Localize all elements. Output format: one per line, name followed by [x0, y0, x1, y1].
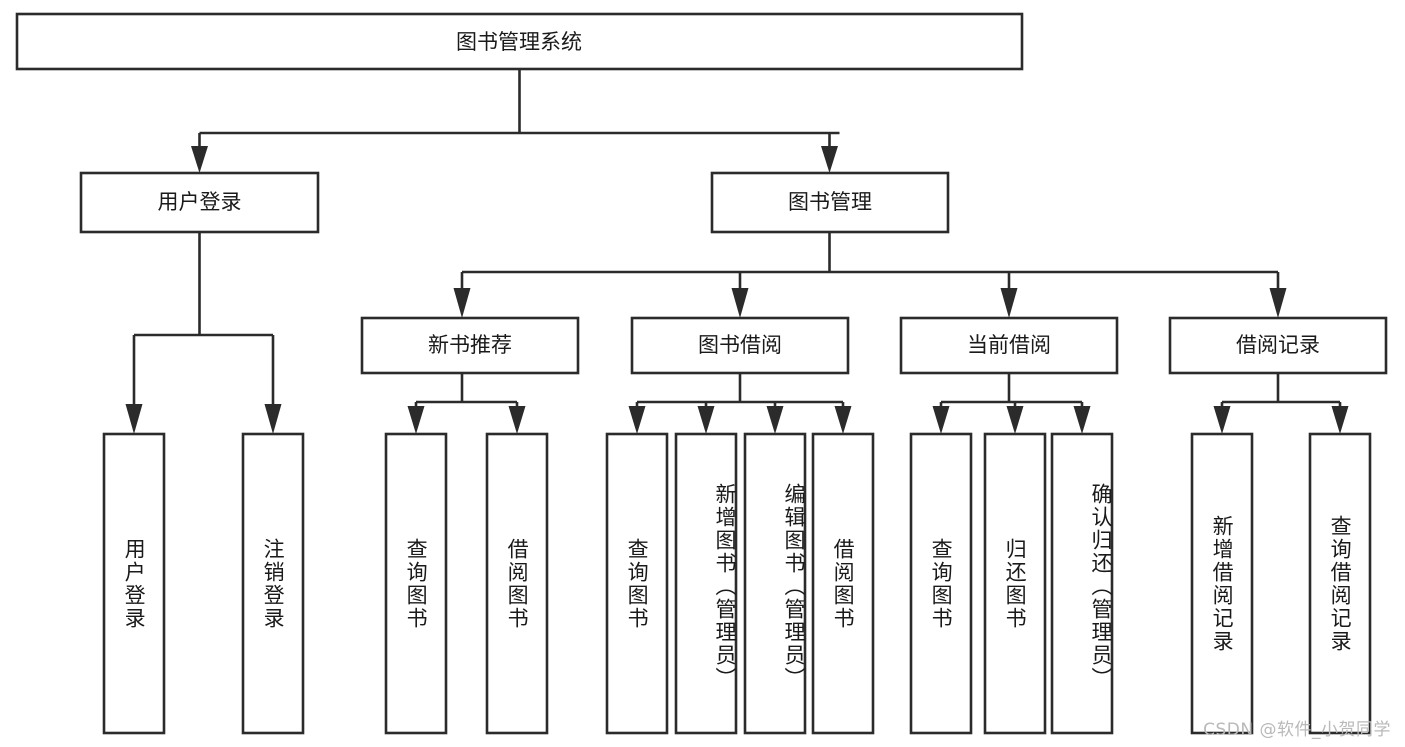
arrow-head-leaf-query-book-current [932, 406, 950, 434]
node-new-book-recommend-label: 新书推荐 [428, 333, 512, 357]
edge-group-current-borrow-to-leaves [932, 373, 1091, 434]
node-leaf-query-book-current-box[interactable] [909, 432, 973, 735]
node-root-box[interactable] [15, 12, 1024, 71]
node-leaf-user-login-box[interactable] [102, 432, 166, 735]
arrow-head-leaf-edit-book-admin [766, 406, 784, 434]
node-leaf-add-borrow-record-box[interactable] [1190, 432, 1254, 735]
node-current-borrow-box[interactable] [899, 316, 1119, 375]
arrow-head-user-login [191, 146, 208, 173]
node-current-borrow[interactable]: 当前借阅 [899, 316, 1119, 375]
node-leaf-query-book-recommend-box[interactable] [384, 432, 448, 735]
edge-group-root-to-level2 [191, 69, 840, 173]
node-user-login-label: 用户登录 [158, 190, 242, 214]
leaf-boxes [102, 432, 1372, 735]
edge-group-borrow-record-to-leaves [1213, 373, 1349, 434]
arrow-head-borrow-record [1269, 288, 1287, 318]
node-book-manage[interactable]: 图书管理 [710, 171, 950, 234]
arrow-head-leaf-return-book [1006, 406, 1024, 434]
node-book-borrow[interactable]: 图书借阅 [630, 316, 850, 375]
arrow-head-leaf-query-book-borrow [628, 406, 646, 434]
node-user-login-box[interactable] [79, 171, 320, 234]
node-book-manage-box[interactable] [710, 171, 950, 234]
node-root-label: 图书管理系统 [456, 30, 582, 54]
node-current-borrow-label: 当前借阅 [967, 333, 1051, 357]
node-leaf-add-book-admin-box[interactable] [674, 432, 738, 735]
csdn-watermark: CSDN @软件_小贺同学 [1203, 720, 1391, 740]
node-leaf-logout-login-box[interactable] [241, 432, 305, 735]
arrow-head-leaf-add-book-admin [697, 406, 715, 434]
node-borrow-record-box[interactable] [1168, 316, 1388, 375]
arrow-head-book-manage [821, 146, 838, 173]
node-leaf-borrow-book-box[interactable] [811, 432, 875, 735]
node-borrow-record[interactable]: 借阅记录 [1168, 316, 1388, 375]
node-leaf-edit-book-admin-box[interactable] [743, 432, 807, 735]
arrow-head-leaf-query-book-recommend [407, 406, 425, 434]
edge-group-user-login-to-leaves [125, 232, 282, 434]
node-leaf-query-borrow-record-box[interactable] [1308, 432, 1372, 735]
arrow-head-leaf-borrow-book-recommend [508, 406, 526, 434]
edge-group-book-manage-to-level3 [453, 232, 1287, 318]
arrow-head-current-borrow [1000, 288, 1018, 318]
node-leaf-borrow-book-recommend-box[interactable] [485, 432, 549, 735]
node-leaf-return-book-box[interactable] [983, 432, 1047, 735]
arrow-head-leaf-add-borrow-record [1213, 406, 1231, 434]
arrow-head-book-borrow [731, 288, 749, 318]
arrow-head-new-book-recommend [453, 288, 471, 318]
arrow-head-leaf-confirm-return-admin [1073, 406, 1091, 434]
node-root[interactable]: 图书管理系统 [15, 12, 1024, 71]
arrow-head-leaf-query-borrow-record [1331, 406, 1349, 434]
node-book-borrow-label: 图书借阅 [698, 333, 782, 357]
node-new-book-recommend[interactable]: 新书推荐 [360, 316, 580, 375]
node-leaf-confirm-return-admin-box[interactable] [1050, 432, 1114, 735]
edge-group-new-book-recommend-to-leaves [407, 373, 526, 434]
node-user-login[interactable]: 用户登录 [79, 171, 320, 234]
edge-group-book-borrow-to-leaves [628, 373, 852, 434]
node-leaf-query-book-borrow-box[interactable] [605, 432, 669, 735]
node-borrow-record-label: 借阅记录 [1236, 333, 1320, 357]
node-new-book-recommend-box[interactable] [360, 316, 580, 375]
node-book-borrow-box[interactable] [630, 316, 850, 375]
node-book-manage-label: 图书管理 [788, 190, 872, 214]
arrow-head-leaf-borrow-book [834, 406, 852, 434]
arrow-head-leaf-logout-login [264, 404, 282, 434]
arrow-head-leaf-user-login [125, 404, 143, 434]
